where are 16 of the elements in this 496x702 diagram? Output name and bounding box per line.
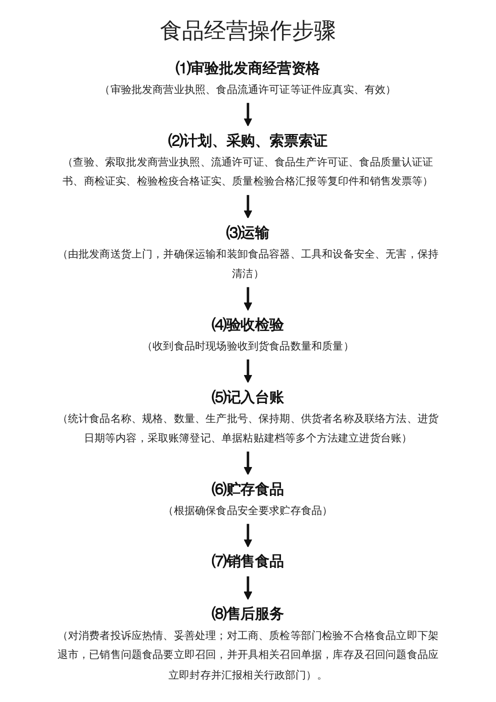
arrow [244,287,252,311]
node-text: ⑺销售食品 [212,552,284,570]
node-text: ⑵计划、采购、索票索证 （查验、索取批发商营业执照、流通许可证、食品生产许可证、食品质量认证证书、商检证实、检验检疫合格证实、质量检验合格汇报等复印件和销售发票等） [62,132,434,188]
arrow [244,452,252,476]
diagram-title: 食品经营操作步骤 [160,17,336,45]
arrow [244,524,252,548]
node-text: ⑴审验批发商经营资格 （审验批发商营业执照、食品流通许可证等证件应真实、有效） [100,59,396,96]
arrow [244,102,252,126]
arrow [244,359,252,383]
arrow [244,195,252,219]
node-text: ⑶运输 （由批发商送货上门，并确保运输和装卸食品容器、工具和设备安全、无害，保持清洁） [57,224,439,280]
node-text: ⑸记入台账 （统计食品名称、规格、数量、生产批号、保持期、供货者名称及联络方法、进货日期等内容，采取账簿登记、单据粘贴建档等多个方法建立进货台账） [57,388,439,444]
arrow [244,576,252,600]
node-text: ⑻售后服务 （对消费者投诉应热情、妥善处理；对工商、质检等部门检验不合格食品立即下架退市，已销售问题食品要立即召回，并开具相关召回单据，库存及召回问题食品应立即封存并汇报相关行政部门）。 [57,605,439,681]
node-text: ⑷验收检验 （收到食品时现场验收到货食品数量和质量） [142,316,354,352]
node-text: ⑹贮存食品 （根据确保食品安全要求贮存食品） [163,480,333,517]
